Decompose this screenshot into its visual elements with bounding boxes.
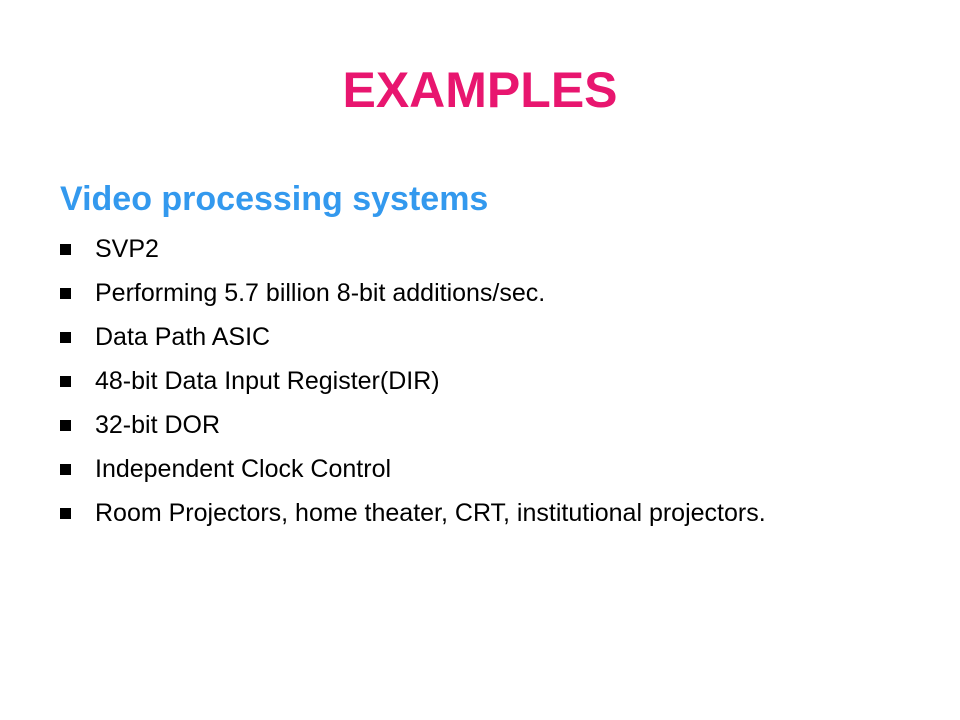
bullet-text: 48-bit Data Input Register(DIR)	[95, 367, 440, 395]
bullet-text: Data Path ASIC	[95, 323, 271, 351]
square-bullet-icon	[60, 508, 71, 519]
list-item: Independent Clock Control	[60, 454, 880, 484]
bullet-list: SVP2 Performing 5.7 billion 8-bit additi…	[60, 234, 880, 542]
slide-title: EXAMPLES	[342, 62, 618, 118]
list-item: 32-bit DOR	[60, 410, 880, 440]
bullet-text: Room Projectors, home theater, CRT, inst…	[95, 499, 766, 527]
list-item: Data Path ASIC	[60, 322, 880, 352]
square-bullet-icon	[60, 288, 71, 299]
bullet-text: SVP2	[95, 235, 159, 263]
list-item: Room Projectors, home theater, CRT, inst…	[60, 498, 880, 528]
square-bullet-icon	[60, 332, 71, 343]
square-bullet-icon	[60, 244, 71, 255]
list-item: Performing 5.7 billion 8-bit additions/s…	[60, 278, 880, 308]
slide-subheading: Video processing systems	[60, 180, 489, 218]
list-item: SVP2	[60, 234, 880, 264]
bullet-text: Independent Clock Control	[95, 455, 392, 483]
bullet-text: 32-bit DOR	[95, 411, 221, 439]
square-bullet-icon	[60, 464, 71, 475]
list-item: 48-bit Data Input Register(DIR)	[60, 366, 880, 396]
square-bullet-icon	[60, 420, 71, 431]
square-bullet-icon	[60, 376, 71, 387]
bullet-text: Performing 5.7 billion 8-bit additions/s…	[95, 279, 546, 307]
